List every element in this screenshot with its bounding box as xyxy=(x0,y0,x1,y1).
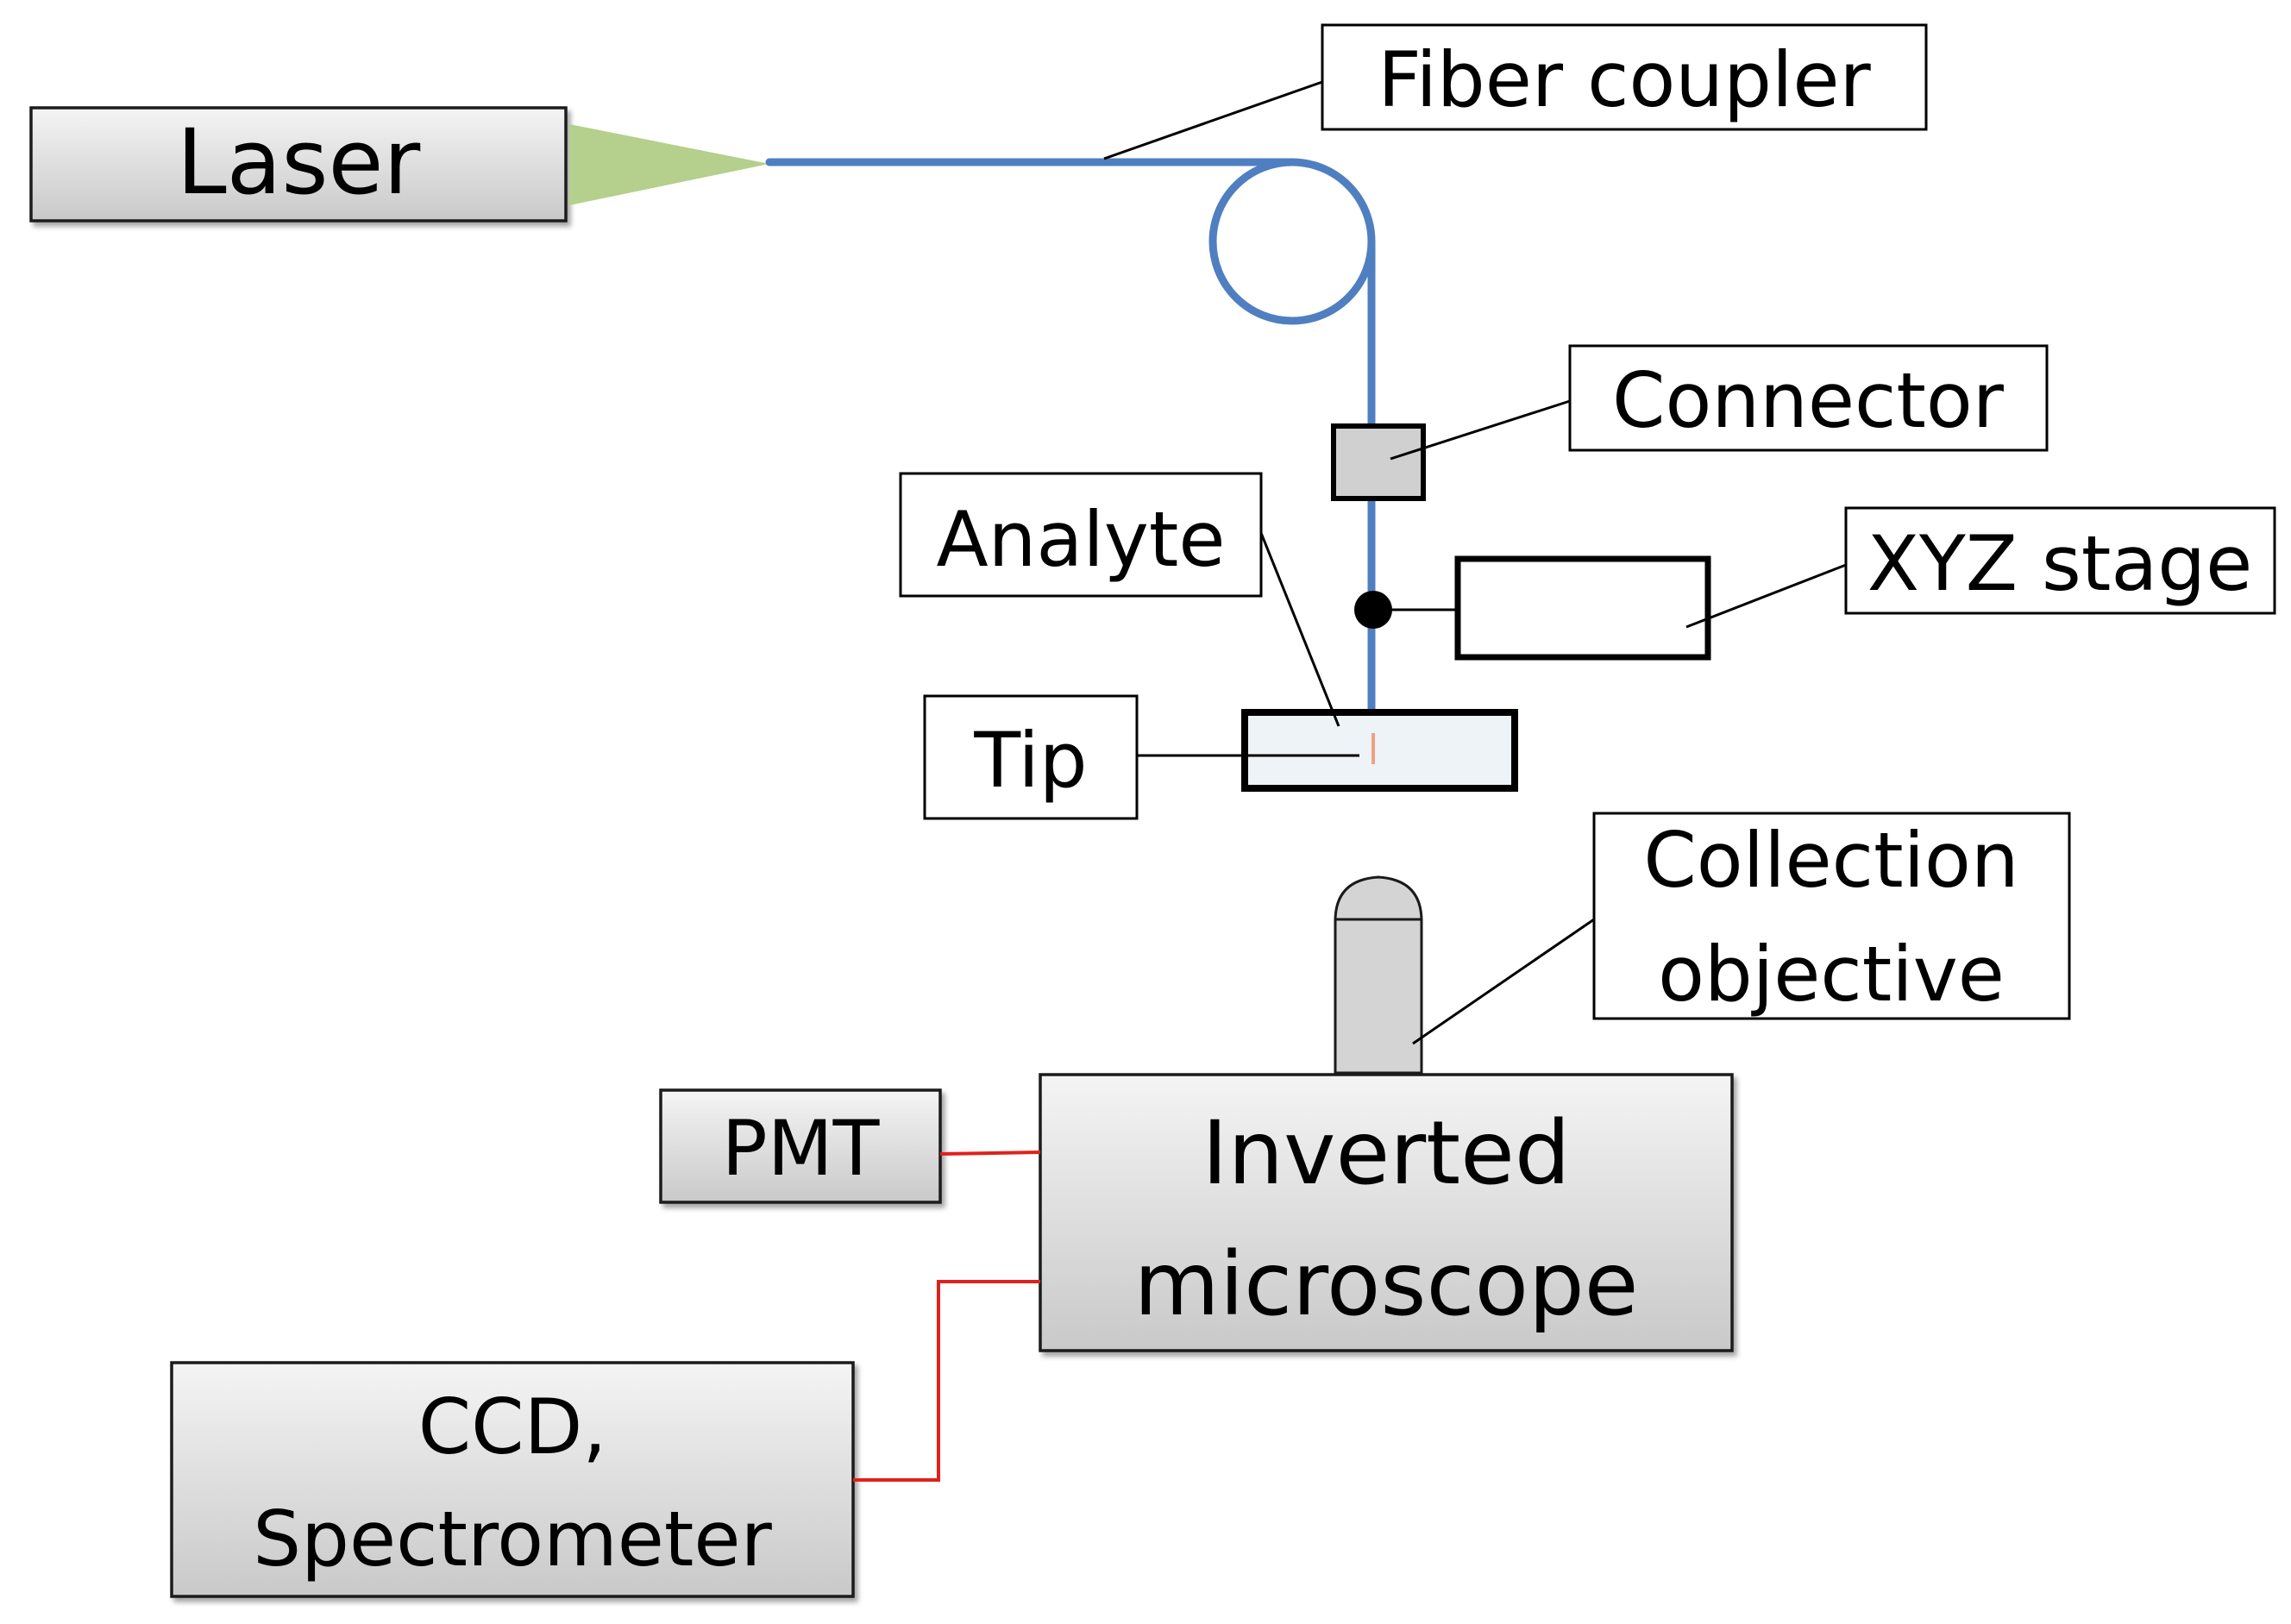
sample-cell xyxy=(1241,709,1518,792)
collection-objective-label-line2: objective xyxy=(1658,930,2005,1019)
collection-objective xyxy=(1334,875,1423,1075)
fiber-coupler-label: Fiber coupler xyxy=(1378,35,1871,124)
xyz-stage xyxy=(1354,555,1711,661)
inverted-microscope-label-line2: microscope xyxy=(1133,1233,1638,1336)
pmt-label: PMT xyxy=(722,1104,881,1193)
xyz-stage-label: XYZ stage xyxy=(1867,519,2253,608)
fiber-coupler-callout: Fiber coupler xyxy=(1103,23,1928,160)
fiber-connector xyxy=(1331,423,1426,501)
inverted-microscope: Inverted microscope xyxy=(1039,1073,1734,1352)
pmt-unit: PMT xyxy=(659,1088,942,1204)
tip-callout: Tip xyxy=(923,694,1359,820)
laser-label: Laser xyxy=(177,110,421,215)
collection-objective-callout: Collection objective xyxy=(1412,812,2071,1045)
inverted-microscope-label-line1: Inverted xyxy=(1202,1102,1570,1205)
analyte-callout: Analyte xyxy=(899,472,1340,727)
connector-callout: Connector xyxy=(1390,344,2049,461)
connector-label: Connector xyxy=(1612,356,2005,445)
tip-label: Tip xyxy=(973,716,1087,805)
optical-fiber xyxy=(765,158,1376,733)
stage-clamp-point xyxy=(1354,591,1392,629)
ccd-spectrometer-unit: CCD, Spectrometer xyxy=(170,1361,855,1598)
laser-unit: Laser xyxy=(29,106,568,223)
ccd-signal-line xyxy=(853,1280,1040,1482)
ccd-label-line2: Spectrometer xyxy=(253,1495,772,1583)
collection-objective-label-line1: Collection xyxy=(1643,816,2018,905)
analyte-label: Analyte xyxy=(936,495,1225,584)
pmt-signal-line xyxy=(939,1151,1041,1156)
ccd-label-line1: CCD, xyxy=(418,1383,607,1471)
xyz-stage-callout: XYZ stage xyxy=(1685,506,2276,629)
laser-beam xyxy=(569,124,769,205)
